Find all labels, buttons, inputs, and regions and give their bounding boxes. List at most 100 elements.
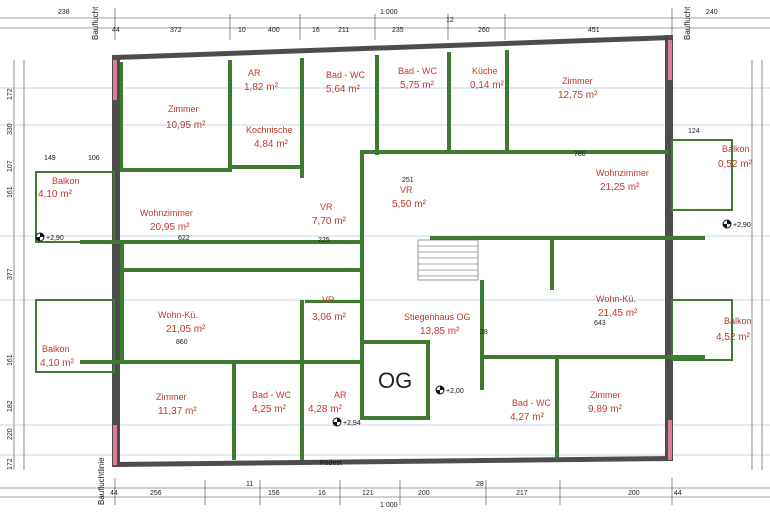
room-area-zimmer-br: 9,89 m² [588,404,623,415]
left-dim-4: 377 [7,268,14,280]
bottom-dim-9: 200 [628,490,640,497]
level-marker-stair: +2,00 [435,385,464,395]
room-name-zimmer-bl: Zimmer [156,392,187,402]
room-area-bad-wc-tr: 5,75 m² [400,80,435,91]
level-bottom-value: +2,94 [343,420,361,427]
room-name-bad-wc-br: Bad - WC [512,398,552,408]
room-area-kochnische: 4,84 m² [254,139,289,150]
inner-dim-7: 251 [402,177,414,184]
top-dimension-lines [0,8,770,40]
bottom-dim-4: 16 [318,490,326,497]
room-name-kueche: Küche [472,66,498,76]
inner-dim-6: 643 [594,320,606,327]
level-left-value: +2,90 [46,235,64,242]
room-area-wohnzimmer-r: 21,25 m² [600,182,640,193]
room-area-bad-wc-bl: 4,25 m² [252,404,287,415]
inner-dim-0: 149 [44,155,56,162]
room-name-wohnzimmer-l: Wohnzimmer [140,208,193,218]
top-dim-2: 372 [170,27,182,34]
room-area-wohnzimmer-l: 20,95 m² [150,222,190,233]
room-name-kochnische: Kochnische [246,125,293,135]
room-name-vr-l: VR [320,202,333,212]
level-marker-left: +2,90 [35,232,64,242]
bottom-dim-7: 28 [476,481,484,488]
bottom-dim-10: 44 [674,490,682,497]
top-dim-1: 44 [112,27,120,34]
exterior-walls [112,35,673,467]
top-dim-6: 211 [338,27,349,34]
bottom-dim-6: 200 [418,490,430,497]
room-name-bad-wc-tl: Bad - WC [326,70,366,80]
room-name-balkon-tl: Balkon [52,176,80,186]
top-dim-9: 260 [478,27,490,34]
room-name-zimmer-tl: Zimmer [168,104,199,114]
bottom-dim-total: 1 000 [380,502,398,509]
bottom-dim-0: 44 [110,490,118,497]
staircase [417,239,479,281]
room-name-bad-wc-bl: Bad - WC [252,390,292,400]
interior-walls [80,50,705,460]
bottom-dim-2: 11 [246,481,253,488]
room-area-zimmer-tr: 12,75 m² [558,90,598,101]
room-area-balkon-tl: 4,10 m² [38,189,73,200]
inner-dim-5: 780 [574,151,586,158]
room-name-balkon-bl: Balkon [42,344,70,354]
top-dim-7: 235 [392,27,404,34]
bottom-dim-3: 156 [268,490,280,497]
top-dim-3: 10 [238,27,246,34]
room-name-wohn-kue-l: Wohn-Kü. [158,310,198,320]
inner-dim-9: 28 [480,329,488,336]
room-name-wohn-kue-r: Wohn-Kü. [596,294,636,304]
room-name-bad-wc-tr: Bad - WC [398,66,438,76]
top-dim-5: 16 [312,27,320,34]
bottom-dim-5: 121 [362,490,374,497]
room-area-ar-bottom: 4,28 m² [308,404,343,415]
room-name-vr-bl: VR [322,295,335,305]
left-dim-1: 330 [7,123,14,135]
level-right-value: +2,90 [733,222,751,229]
left-dim-3: 161 [7,186,14,198]
room-area-zimmer-tl: 10,95 m² [166,120,206,131]
balconies [35,139,733,373]
room-area-vr-l: 7,70 m² [312,216,347,227]
left-dimension-lines [13,60,25,470]
left-dim-5: 161 [7,354,14,366]
room-area-wohn-kue-l: 21,05 m² [166,324,206,335]
room-area-vr-c: 5,50 m² [392,199,427,210]
inner-dim-2: 622 [178,235,190,242]
room-name-balkon-tr: Balkon [722,144,750,154]
left-dim-2: 107 [7,160,14,172]
side-label-left: Bauflucht [91,6,100,40]
bottom-dimension-lines [0,478,770,505]
room-area-stiegenhaus: 13,85 m² [420,326,460,337]
side-label-right: Bauflucht [683,6,692,40]
level-marker-right: +2,90 [722,219,751,229]
top-dim-4: 400 [268,27,280,34]
room-name-ar-top: AR [248,68,261,78]
room-area-vr-bl: 3,06 m² [312,312,347,323]
room-area-balkon-tr: 0,52 m² [718,159,753,170]
room-area-bad-wc-br: 4,27 m² [510,412,545,423]
right-dimension-lines [751,60,763,470]
room-area-kueche: 0,14 m² [470,80,505,91]
top-dim-10: 451 [588,27,600,34]
room-name-zimmer-tr: Zimmer [562,76,593,86]
room-name-stiegenhaus: Stiegenhaus OG [404,312,471,322]
room-area-bad-wc-tl: 5,64 m² [326,84,361,95]
room-area-balkon-bl: 4,10 m² [40,358,75,369]
room-area-balkon-br: 4,52 m² [716,332,751,343]
room-name-balkon-br: Balkon [724,316,752,326]
bottom-dim-1: 256 [150,490,162,497]
plan-label: OG [378,368,412,393]
left-dim-0: 172 [7,88,14,100]
bottom-dim-8: 217 [516,490,528,497]
left-dim-6: 182 [7,400,14,412]
left-dim-7: 220 [7,428,14,440]
room-name-zimmer-br: Zimmer [590,390,621,400]
room-name-ar-bottom: AR [334,390,347,400]
side-label-bottom-left: Baufluchtlinie [97,457,106,505]
podest-label: Podest [320,460,342,467]
room-area-ar-top: 1,82 m² [244,82,279,93]
inner-dim-4: 124 [688,128,700,135]
left-dim-8: 172 [7,458,14,470]
